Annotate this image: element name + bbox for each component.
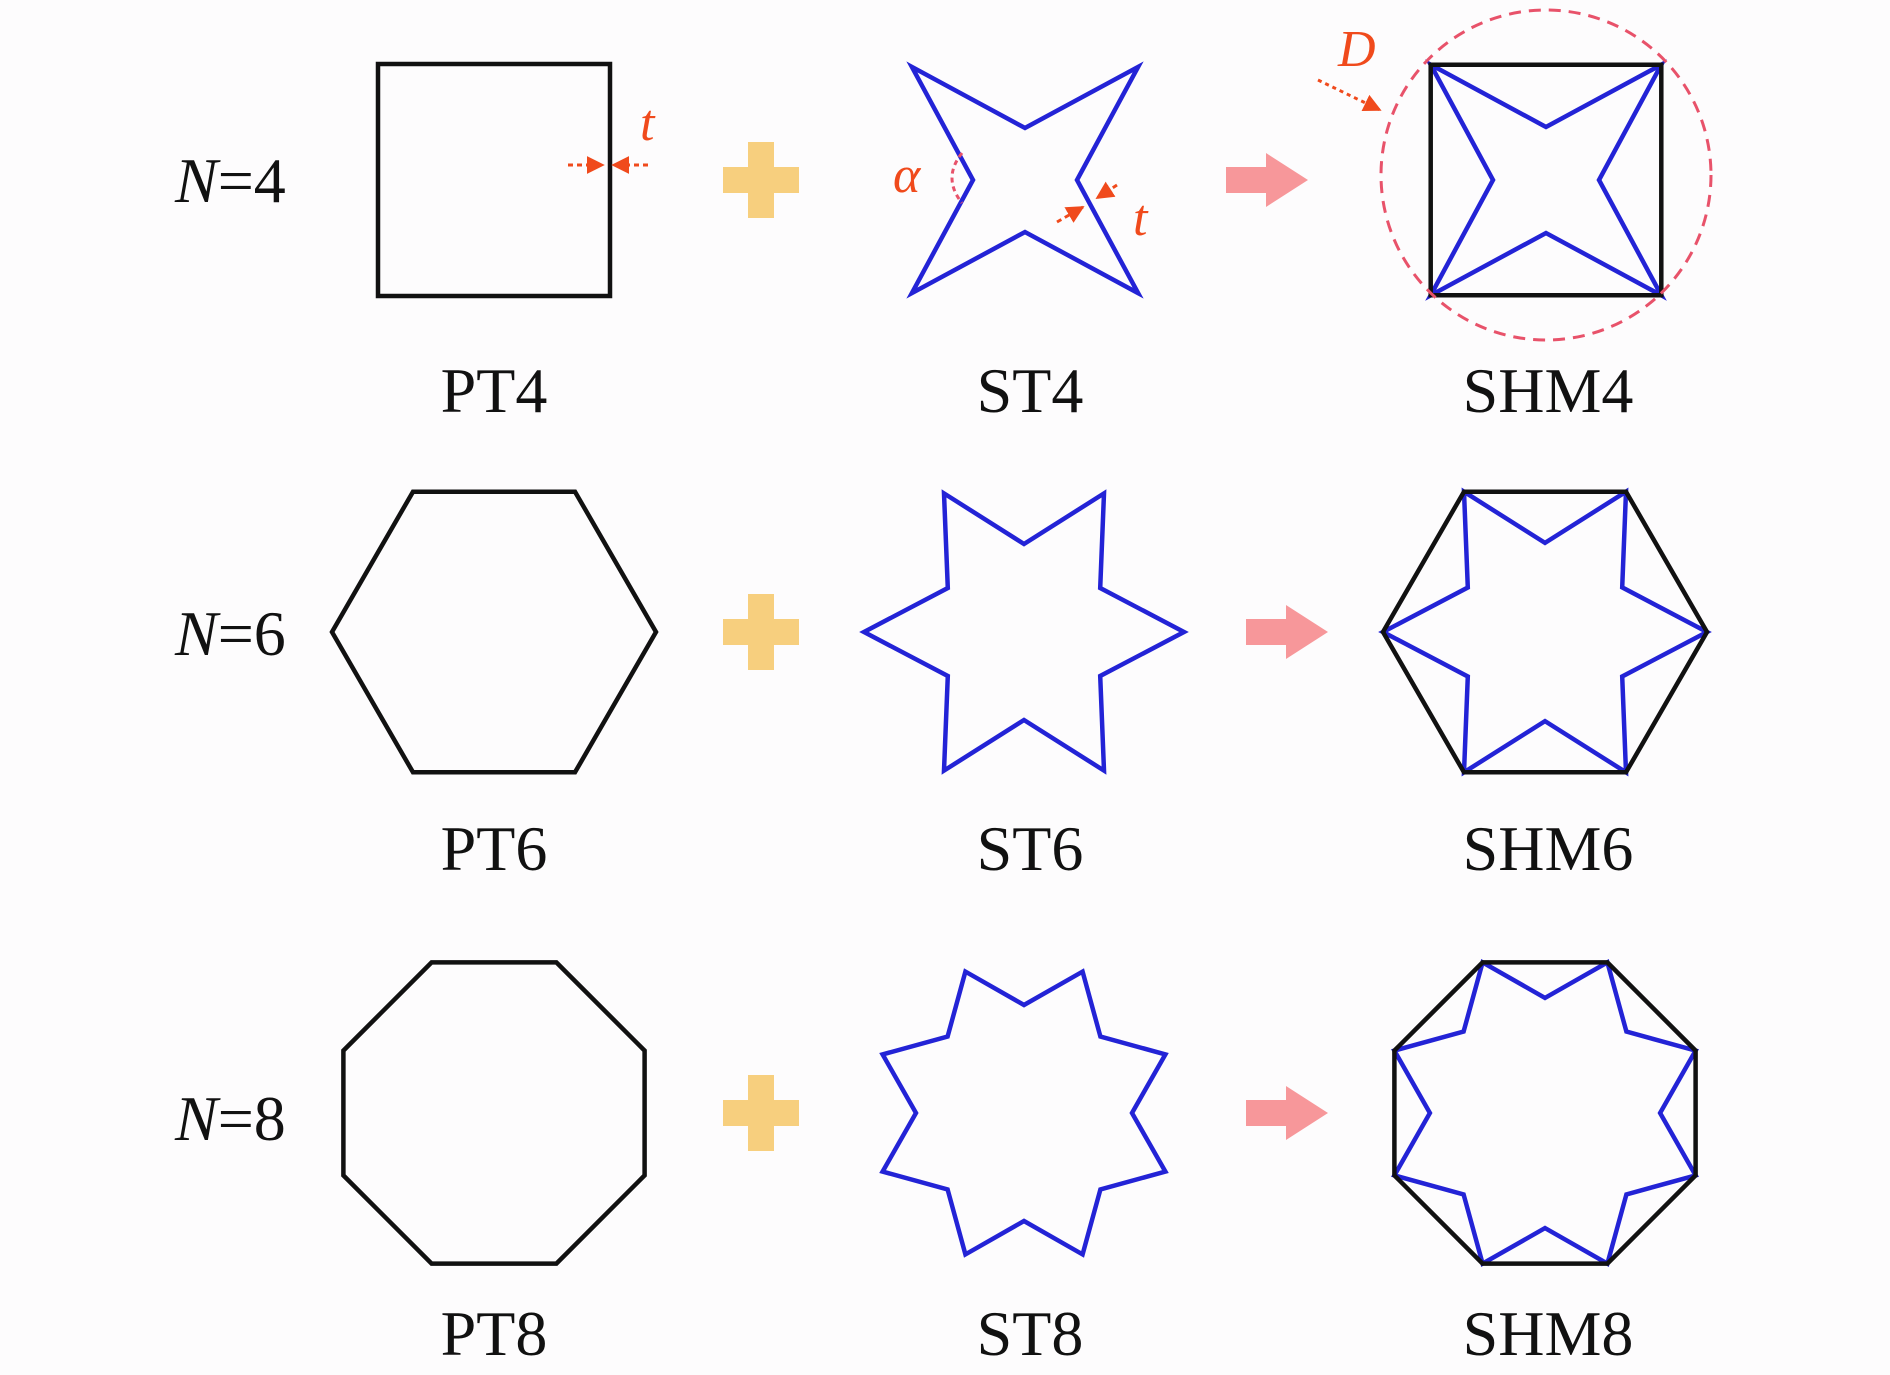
shm-star bbox=[1425, 59, 1667, 301]
st4-star bbox=[906, 61, 1144, 299]
shm8-combined bbox=[1391, 959, 1699, 1267]
shm6-combined bbox=[1378, 487, 1712, 777]
row-n4: N=4 t α t D PT4 ST4 SHM4 bbox=[174, 8, 1713, 426]
row-n6: N=6 PT6 ST6 SHM6 bbox=[174, 487, 1712, 884]
st4-caption: ST4 bbox=[977, 355, 1084, 426]
st4-angle-annotation: α bbox=[893, 147, 964, 204]
row-label-n8: N=8 bbox=[174, 1083, 286, 1154]
thickness-label-star: t bbox=[1133, 190, 1149, 247]
pt4-thickness-annotation: t bbox=[568, 95, 656, 174]
pt6-caption: PT6 bbox=[441, 813, 548, 884]
row-n8: N=8 PT8 ST8 SHM8 bbox=[174, 959, 1699, 1369]
plus-icon bbox=[723, 142, 799, 218]
shm-polygon bbox=[1428, 62, 1664, 298]
right-arrow-icon bbox=[1246, 605, 1328, 659]
right-arrow-icon bbox=[1246, 1086, 1328, 1140]
st6-caption: ST6 bbox=[977, 813, 1084, 884]
n-symbol: N bbox=[174, 1083, 221, 1154]
n-value: =4 bbox=[218, 145, 286, 216]
st8-star bbox=[879, 968, 1169, 1258]
plus-icon bbox=[723, 594, 799, 670]
shm8-caption: SHM8 bbox=[1463, 1298, 1634, 1369]
right-arrow-icon bbox=[1226, 153, 1308, 207]
shm6-caption: SHM6 bbox=[1463, 813, 1634, 884]
pt8-caption: PT8 bbox=[441, 1298, 548, 1369]
diameter-circle bbox=[1379, 8, 1713, 342]
pt4-square bbox=[375, 61, 613, 299]
n-symbol: N bbox=[174, 598, 221, 669]
pt8-octagon bbox=[341, 960, 647, 1266]
shm4-caption: SHM4 bbox=[1463, 355, 1634, 426]
shm-star bbox=[1378, 487, 1712, 777]
shm-polygon bbox=[1392, 960, 1698, 1266]
row-label-n4: N=4 bbox=[174, 145, 286, 216]
shm4-diameter-annotation: D bbox=[1317, 8, 1713, 342]
n-value: =6 bbox=[218, 598, 286, 669]
thickness-label: t bbox=[640, 95, 656, 152]
plus-icon bbox=[723, 1075, 799, 1151]
st4-thickness-annotation: t bbox=[1056, 181, 1149, 247]
shm-polygon bbox=[1380, 489, 1710, 775]
row-label-n6: N=6 bbox=[174, 598, 286, 669]
st8-caption: ST8 bbox=[977, 1298, 1084, 1369]
st6-star bbox=[859, 489, 1189, 775]
shm4-combined bbox=[1425, 59, 1667, 301]
n-symbol: N bbox=[174, 145, 221, 216]
n-value: =8 bbox=[218, 1083, 286, 1154]
pt4-caption: PT4 bbox=[441, 355, 548, 426]
diameter-label: D bbox=[1337, 21, 1376, 78]
angle-label: α bbox=[893, 147, 922, 204]
pt6-hexagon bbox=[329, 489, 659, 775]
